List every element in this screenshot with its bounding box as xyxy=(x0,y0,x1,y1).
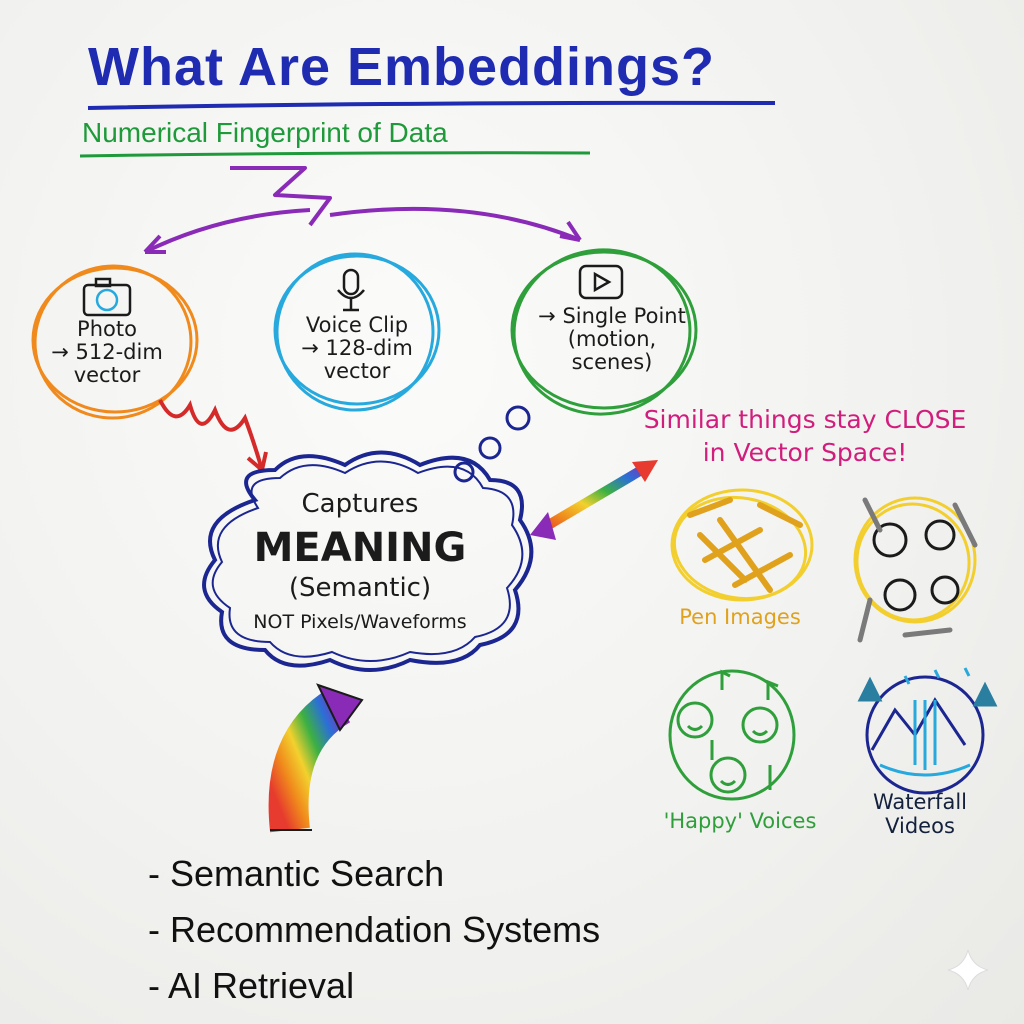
video-node-line1: → Single Point xyxy=(538,304,686,328)
subtitle-underline xyxy=(79,151,591,158)
arrow-to-photo xyxy=(144,208,311,254)
center-line1: Captures xyxy=(301,489,419,519)
use-case-item: - Recommendation Systems xyxy=(148,908,601,950)
sparkle-icon xyxy=(947,949,989,991)
play-icon xyxy=(578,264,624,300)
photo-to-center-arrow xyxy=(158,399,264,471)
arrow-to-video xyxy=(329,206,581,242)
similarity-note-line1: Similar things stay CLOSE xyxy=(643,405,967,434)
similarity-note-line2: in Vector Space! xyxy=(702,437,908,467)
use-case-item: - Semantic Search xyxy=(148,853,445,894)
center-meaning: MEANING xyxy=(253,525,467,571)
photo-node-line3: vector xyxy=(73,363,141,388)
title-underline xyxy=(87,100,776,110)
similarity-note: Similar things stay CLOSE in Vector Spac… xyxy=(625,404,985,469)
smiley-faces-icon xyxy=(668,669,796,801)
voice-node-line1: Voice Clip xyxy=(305,313,409,337)
voice-node-line3: vector xyxy=(323,359,391,384)
page-title: What Are Embeddings? xyxy=(88,37,716,97)
pen-cluster-circle-2 xyxy=(853,496,978,643)
photo-node-line1: Photo xyxy=(77,317,137,341)
page-subtitle: Numerical Fingerprint of Data xyxy=(82,117,448,148)
photo-node-circle xyxy=(31,264,199,420)
happy-voices-label: 'Happy' Voices xyxy=(663,809,817,833)
voice-node: Voice Clip → 128-dim vector xyxy=(282,313,432,384)
thought-bubbles xyxy=(453,405,531,483)
split-arrow xyxy=(230,166,332,227)
use-cases-list: - Semantic Search - Recommendation Syste… xyxy=(148,846,600,1013)
voice-node-line2: → 128-dim xyxy=(301,336,413,361)
similarity-arrow xyxy=(537,460,653,535)
video-node-line3: scenes) xyxy=(571,350,653,375)
camera-icon xyxy=(82,277,132,317)
video-node-line2: (motion, xyxy=(567,327,657,352)
photo-node: Photo → 512-dim vector xyxy=(42,317,172,388)
waterfall-videos-label: Waterfall Videos xyxy=(872,790,967,839)
uses-to-meaning-arrow xyxy=(268,687,351,833)
center-line3: (Semantic) xyxy=(288,573,432,603)
microphone-icon xyxy=(337,268,365,312)
meaning-cloud xyxy=(202,450,534,672)
center-line4: NOT Pixels/Waveforms xyxy=(253,611,467,633)
waterfall-icon xyxy=(857,667,998,795)
photo-node-line2: → 512-dim xyxy=(51,340,163,365)
pencils-icon xyxy=(670,488,814,602)
voice-node-circle xyxy=(273,252,441,412)
pen-images-label: Pen Images xyxy=(679,605,801,629)
video-node-circle xyxy=(510,248,698,416)
use-case-item: - AI Retrieval xyxy=(148,964,355,1006)
video-node: → Single Point (motion, scenes) xyxy=(522,304,702,375)
